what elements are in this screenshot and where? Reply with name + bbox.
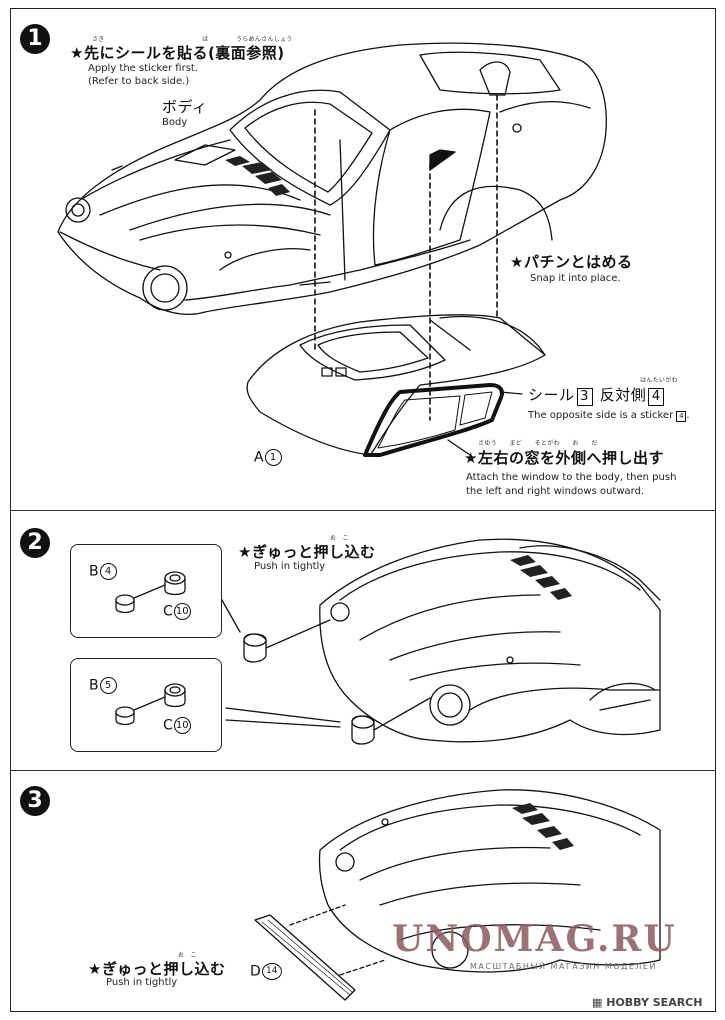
inset-1-b-letter: B bbox=[89, 563, 99, 580]
push-instruction-en-step2: Push in tightly bbox=[254, 561, 326, 572]
ruby-oko-step2: お こ bbox=[330, 535, 349, 542]
section-divider bbox=[10, 770, 716, 771]
push-instruction-jp-step2: ★ぎゅっと押し込む bbox=[238, 543, 376, 561]
opposite-instruction-en-text: The opposite side is a sticker bbox=[528, 410, 674, 421]
inset-1-b-number: 4 bbox=[99, 563, 117, 580]
snap-instruction-en: Snap it into place. bbox=[530, 273, 621, 284]
sticker-instruction-en-2: (Refer to back side.) bbox=[88, 76, 190, 87]
inset-2-c-number: 10 bbox=[173, 717, 191, 734]
ruby-sayuu: さゆう まど そとがわ お だ bbox=[478, 440, 598, 447]
part-d14-number: 14 bbox=[261, 963, 282, 980]
opposite-instruction-en-num: 4 bbox=[676, 411, 687, 422]
ruby-oko-step3: お こ bbox=[178, 952, 197, 959]
step-2-number: 2 bbox=[20, 528, 50, 558]
seal-number: 3 bbox=[576, 388, 593, 406]
inset-1-c-letter: C bbox=[163, 603, 173, 620]
sticker-instruction-en-1: Apply the sticker first. bbox=[88, 63, 199, 74]
unomag-tagline: МАСШТАБНЫЙ МАГАЗИН МОДЕЛЕЙ bbox=[470, 962, 657, 971]
sticker-instruction-jp: ★先にシールを貼る(裏面参照) bbox=[70, 44, 285, 62]
inset-2-b-number: 5 bbox=[99, 677, 117, 694]
hobby-search-credit: ▦ HOBBY SEARCH bbox=[592, 996, 703, 1009]
step-1-number: 1 bbox=[20, 24, 50, 54]
push-instruction-en-step3: Push in tightly bbox=[106, 977, 178, 988]
unomag-watermark: UNOMAG.RU bbox=[392, 918, 677, 960]
snap-instruction-jp: ★パチンとはめる bbox=[510, 253, 633, 271]
body-label-en: Body bbox=[162, 117, 188, 128]
hobby-search-text: HOBBY SEARCH bbox=[606, 996, 703, 1009]
ruby-uramen: うらめんさんしょう bbox=[236, 36, 293, 43]
opposite-instruction-en: The opposite side is a sticker 4. bbox=[528, 410, 690, 422]
window-instruction-jp: ★左右の窓を外側へ押し出す bbox=[464, 449, 664, 467]
inset-1-c-number: 10 bbox=[173, 603, 191, 620]
window-instruction-en-1: Attach the window to the body, then push bbox=[466, 472, 677, 483]
inset-2-c-letter: C bbox=[163, 717, 173, 734]
ruby-ha: は bbox=[202, 36, 209, 43]
part-a1-number: 1 bbox=[264, 449, 282, 466]
window-instruction-en-2: the left and right windows outward. bbox=[466, 486, 645, 497]
inset-2-b-letter: B bbox=[89, 677, 99, 694]
step-3-number: 3 bbox=[20, 786, 50, 816]
seal-label-text: シール bbox=[528, 386, 575, 404]
ruby-saki: さき bbox=[92, 36, 105, 43]
push-instruction-jp-step3: ★ぎゅっと押し込む bbox=[88, 960, 226, 978]
opposite-number: 4 bbox=[648, 388, 665, 406]
part-a1-letter: A bbox=[254, 449, 264, 466]
section-divider bbox=[10, 510, 716, 511]
opposite-label-text: 反対側 bbox=[599, 386, 647, 404]
body-label-jp: ボディ bbox=[162, 98, 208, 116]
part-d14-letter: D bbox=[250, 963, 261, 980]
ruby-hantaigawa: はんたいがわ bbox=[640, 377, 678, 384]
